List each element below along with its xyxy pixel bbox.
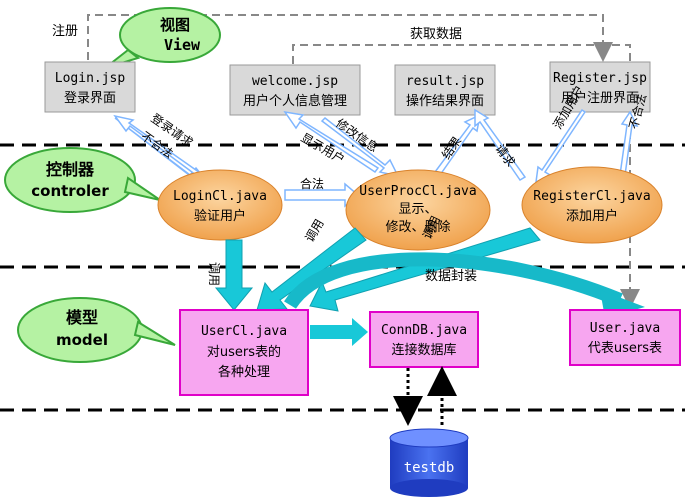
illegal-return-arrow	[113, 114, 205, 179]
call-arrow-logincl	[214, 239, 254, 311]
controller-cloud-line2: controler	[31, 182, 109, 200]
model-cloud: 模型 model	[17, 297, 176, 363]
jsp-login-box: Login.jsp 登录界面	[44, 61, 136, 113]
model-user-box: User.java 代表users表	[569, 309, 681, 366]
register-link-label: 注册	[52, 24, 78, 39]
jsp-register-name: Register.jsp	[553, 71, 647, 86]
register-route-arrow	[87, 14, 613, 62]
jsp-welcome-desc: 用户个人信息管理	[243, 93, 347, 109]
add-user-arrow	[535, 108, 587, 184]
database-name: testdb	[404, 460, 455, 476]
model-user-name: User.java	[590, 321, 660, 336]
jsp-welcome-name: welcome.jsp	[252, 74, 338, 89]
model-user-desc: 代表users表	[588, 341, 662, 356]
jsp-result-desc: 操作结果界面	[406, 93, 484, 109]
jsp-login-desc: 登录界面	[64, 91, 116, 106]
model-usercl-desc2: 各种处理	[218, 364, 270, 380]
model-usercl-box: UserCl.java 对users表的 各种处理	[179, 309, 309, 396]
controller-cloud: 控制器 controler	[4, 147, 161, 213]
controller-userproccl-name: UserProcCl.java	[359, 184, 476, 199]
call-arrow-registercl	[309, 227, 541, 312]
model-conndb-name: ConnDB.java	[381, 323, 467, 338]
fetch-data-label: 获取数据	[410, 27, 462, 42]
model-usercl-name: UserCl.java	[201, 324, 287, 339]
call-arrows	[214, 227, 541, 312]
model-cloud-line2: model	[56, 331, 108, 349]
jsp-register-box: Register.jsp 用户注册界面	[549, 61, 651, 113]
display-user-arrow	[283, 110, 380, 174]
wrap-data-arrow-body	[284, 252, 623, 310]
usercl-conndb-arrow	[310, 318, 368, 346]
controller-logincl-name: LoginCl.java	[173, 189, 267, 204]
controller-cloud-line1: 控制器	[46, 160, 95, 179]
model-usercl-desc1: 对users表的	[207, 344, 281, 360]
request-arrow	[474, 108, 527, 182]
controller-registercl-name: RegisterCl.java	[533, 189, 650, 204]
call-label-1: 调用	[207, 262, 221, 286]
jsp-register-desc: 用户注册界面	[561, 90, 639, 106]
jsp-login-name: Login.jsp	[55, 71, 126, 86]
controller-userproccl: UserProcCl.java 显示、 修改、删除	[345, 169, 491, 251]
wrap-data-label: 数据封装	[425, 269, 477, 284]
controller-registercl: RegisterCl.java 添加用户	[521, 166, 663, 244]
controller-logincl: LoginCl.java 验证用户	[157, 169, 283, 241]
controller-userproccl-desc1: 显示、	[398, 202, 437, 217]
view-controller-arrows	[113, 108, 639, 208]
view-cloud-line1: 视图	[160, 16, 190, 34]
model-conndb-box: ConnDB.java 连接数据库	[369, 311, 479, 368]
model-cloud-line1: 模型	[66, 308, 98, 327]
illegal2-arrow	[619, 110, 639, 176]
jsp-result-box: result.jsp 操作结果界面	[394, 64, 496, 116]
legal-label: 合法	[300, 176, 324, 191]
view-cloud: 视图 View	[104, 7, 221, 69]
call-label-2: 调用	[302, 217, 326, 245]
controller-userproccl-desc2: 修改、删除	[385, 220, 450, 235]
jsp-result-name: result.jsp	[406, 74, 484, 89]
controller-logincl-desc: 验证用户	[194, 208, 246, 224]
jsp-welcome-box: welcome.jsp 用户个人信息管理	[229, 64, 361, 116]
model-conndb-desc: 连接数据库	[391, 342, 456, 358]
view-cloud-line2: View	[164, 36, 201, 54]
database-testdb: testdb	[389, 428, 469, 497]
controller-registercl-desc: 添加用户	[566, 208, 618, 224]
